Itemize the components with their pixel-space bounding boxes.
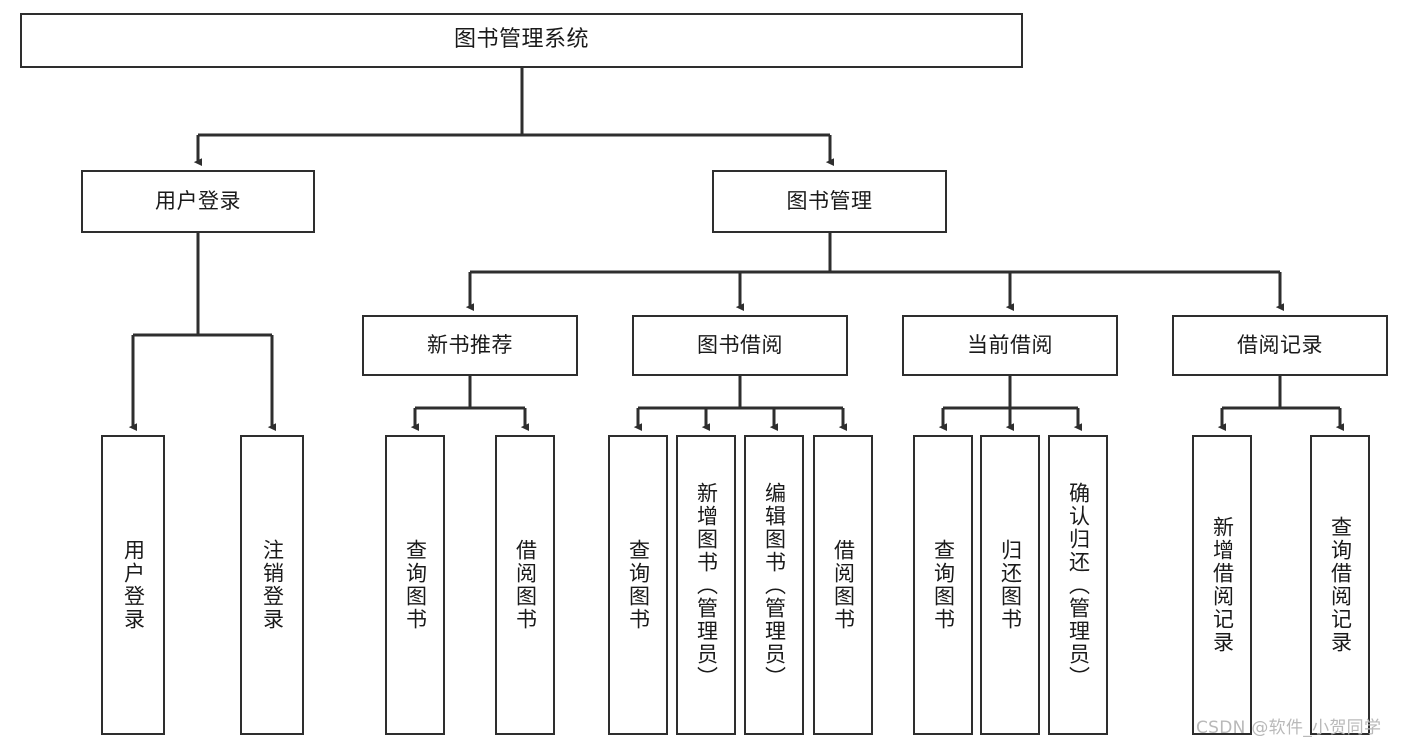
node-leaf-query-book-2[interactable]: 查询图书 xyxy=(608,435,668,735)
node-leaf-logout[interactable]: 注销登录 xyxy=(240,435,304,735)
node-current-borrow-label: 当前借阅 xyxy=(967,332,1053,357)
node-leaf-query-book-1-label: 查询图书 xyxy=(403,539,428,631)
node-leaf-query-record[interactable]: 查询借阅记录 xyxy=(1310,435,1370,735)
node-borrow-record[interactable]: 借阅记录 xyxy=(1172,315,1388,376)
node-book-borrow[interactable]: 图书借阅 xyxy=(632,315,848,376)
node-leaf-user-login[interactable]: 用户登录 xyxy=(101,435,165,735)
watermark: CSDN @软件_小贺同学 xyxy=(1196,718,1382,738)
node-leaf-query-record-label: 查询借阅记录 xyxy=(1328,516,1353,654)
node-book-manage-label: 图书管理 xyxy=(786,188,873,213)
node-leaf-return-book-label: 归还图书 xyxy=(998,539,1023,631)
node-root[interactable]: 图书管理系统 xyxy=(20,13,1023,68)
node-leaf-logout-label: 注销登录 xyxy=(260,539,285,631)
node-root-label: 图书管理系统 xyxy=(453,27,589,53)
node-user-login-label: 用户登录 xyxy=(155,188,241,213)
node-leaf-borrow-book-2[interactable]: 借阅图书 xyxy=(813,435,873,735)
node-leaf-borrow-book-2-label: 借阅图书 xyxy=(831,539,856,631)
node-leaf-edit-book[interactable]: 编辑图书（管理员） xyxy=(744,435,804,735)
node-new-book-rec[interactable]: 新书推荐 xyxy=(362,315,578,376)
node-leaf-query-book-3-label: 查询图书 xyxy=(931,539,956,631)
node-leaf-edit-book-label: 编辑图书（管理员） xyxy=(762,481,787,689)
node-leaf-add-record[interactable]: 新增借阅记录 xyxy=(1192,435,1252,735)
node-leaf-confirm-return-label: 确认归还（管理员） xyxy=(1066,481,1091,689)
node-leaf-add-record-label: 新增借阅记录 xyxy=(1210,516,1235,654)
node-new-book-rec-label: 新书推荐 xyxy=(427,332,513,357)
node-leaf-borrow-book-1[interactable]: 借阅图书 xyxy=(495,435,555,735)
node-leaf-borrow-book-1-label: 借阅图书 xyxy=(513,539,538,631)
node-leaf-confirm-return[interactable]: 确认归还（管理员） xyxy=(1048,435,1108,735)
node-leaf-user-login-label: 用户登录 xyxy=(121,539,146,631)
node-leaf-return-book[interactable]: 归还图书 xyxy=(980,435,1040,735)
node-user-login[interactable]: 用户登录 xyxy=(81,170,315,233)
node-leaf-query-book-3[interactable]: 查询图书 xyxy=(913,435,973,735)
node-book-manage[interactable]: 图书管理 xyxy=(712,170,947,233)
node-leaf-add-book-label: 新增图书（管理员） xyxy=(694,481,719,689)
node-borrow-record-label: 借阅记录 xyxy=(1237,332,1323,357)
node-leaf-add-book[interactable]: 新增图书（管理员） xyxy=(676,435,736,735)
node-leaf-query-book-2-label: 查询图书 xyxy=(626,539,651,631)
node-book-borrow-label: 图书借阅 xyxy=(697,332,783,357)
node-current-borrow[interactable]: 当前借阅 xyxy=(902,315,1118,376)
node-leaf-query-book-1[interactable]: 查询图书 xyxy=(385,435,445,735)
